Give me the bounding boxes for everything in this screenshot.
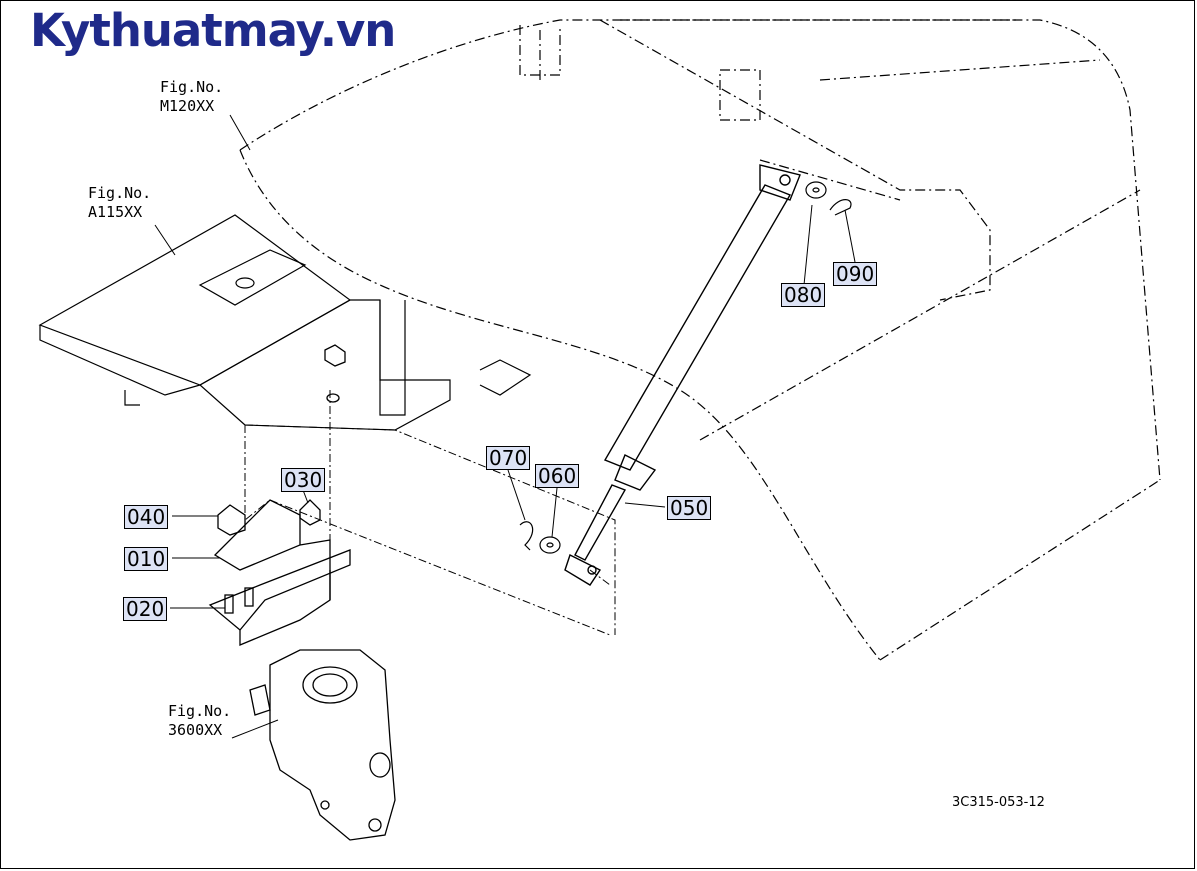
gas-strut bbox=[564, 164, 801, 586]
figref-m120: Fig.No. M120XX bbox=[160, 78, 223, 116]
callout-010[interactable]: 010 bbox=[124, 547, 169, 571]
figref-a115-number: A115XX bbox=[88, 203, 143, 221]
figref-3600: Fig.No. 3600XX bbox=[168, 702, 231, 740]
diagram-code: 3C315-053-12 bbox=[952, 795, 1045, 810]
callout-070[interactable]: 070 bbox=[486, 446, 531, 470]
figref-3600-number: 3600XX bbox=[168, 721, 223, 739]
callout-060[interactable]: 060 bbox=[535, 464, 580, 488]
callout-050[interactable]: 050 bbox=[667, 496, 712, 520]
bracket-assembly bbox=[208, 344, 351, 646]
callout-030[interactable]: 030 bbox=[281, 468, 326, 492]
callout-090[interactable]: 090 bbox=[833, 262, 878, 286]
callout-080[interactable]: 080 bbox=[781, 283, 826, 307]
floor-plate bbox=[38, 214, 532, 431]
watermark-text: Kythuatmay.vn bbox=[30, 4, 396, 57]
pump-housing bbox=[249, 649, 396, 841]
figref-a115: Fig.No. A115XX bbox=[88, 184, 151, 222]
figref-m120-number: M120XX bbox=[160, 97, 215, 115]
callout-040[interactable]: 040 bbox=[124, 505, 169, 529]
figref-m120-label: Fig.No. bbox=[160, 78, 224, 96]
figref-3600-label: Fig.No. bbox=[168, 702, 232, 720]
callout-020[interactable]: 020 bbox=[123, 597, 168, 621]
washers-and-clips bbox=[519, 181, 852, 554]
leader-lines bbox=[154, 114, 856, 739]
figref-a115-label: Fig.No. bbox=[88, 184, 152, 202]
hood-outline bbox=[239, 19, 1161, 661]
